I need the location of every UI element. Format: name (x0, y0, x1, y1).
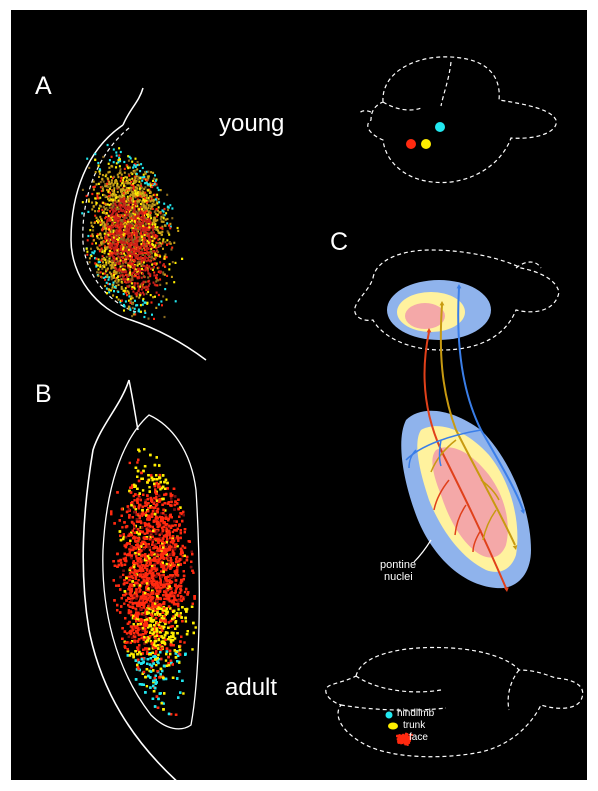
pontine-label-line2: nuclei (384, 571, 413, 583)
panel-a-label: A (35, 72, 52, 100)
adult-section-outline (82, 379, 177, 780)
legend-hindlimb: hindlimb (397, 708, 435, 719)
adult-brain-diagram (325, 646, 584, 758)
young-labeled-cells (81, 143, 184, 320)
pontine-map-figure (70, 56, 584, 780)
adult-top-line (128, 379, 139, 431)
legend-trunk: trunk (403, 720, 426, 731)
pontine-label-line1: pontine (380, 559, 417, 571)
young-section-inner-line (82, 127, 137, 313)
panel-c-label: C (330, 228, 349, 256)
c-brain-outline (354, 249, 560, 351)
pontine-pointer-line (413, 539, 432, 563)
adult-brain-hindlimb-dot (385, 711, 393, 719)
c-brain-lobe (515, 261, 542, 269)
c-pons-pink-zone (432, 447, 508, 558)
figure-panel: A B C young adult pontine nuclei hindlim… (11, 10, 587, 780)
adult-label: adult (225, 674, 278, 701)
young-brain-face-dot (406, 139, 416, 149)
young-top-line (122, 87, 144, 126)
adult-section (82, 379, 200, 780)
young-section-outline (70, 124, 207, 361)
c-cortex-pink-zone (405, 303, 445, 329)
young-brain-hindlimb-dot (435, 122, 445, 132)
panel-b-label: B (35, 380, 52, 408)
adult-brain-face-blob (396, 732, 413, 746)
adult-labeled-cells (110, 448, 197, 716)
young-label: young (219, 110, 285, 137)
projection-schematic (354, 249, 560, 592)
young-brain-diagram (358, 56, 557, 184)
adult-section-inner-line (102, 414, 200, 730)
young-section (70, 87, 207, 361)
legend-face: face (409, 732, 428, 743)
corticopontine-axons (405, 284, 525, 592)
young-brain-trunk-dot (421, 139, 431, 149)
adult-brain-trunk-dot (388, 722, 398, 730)
